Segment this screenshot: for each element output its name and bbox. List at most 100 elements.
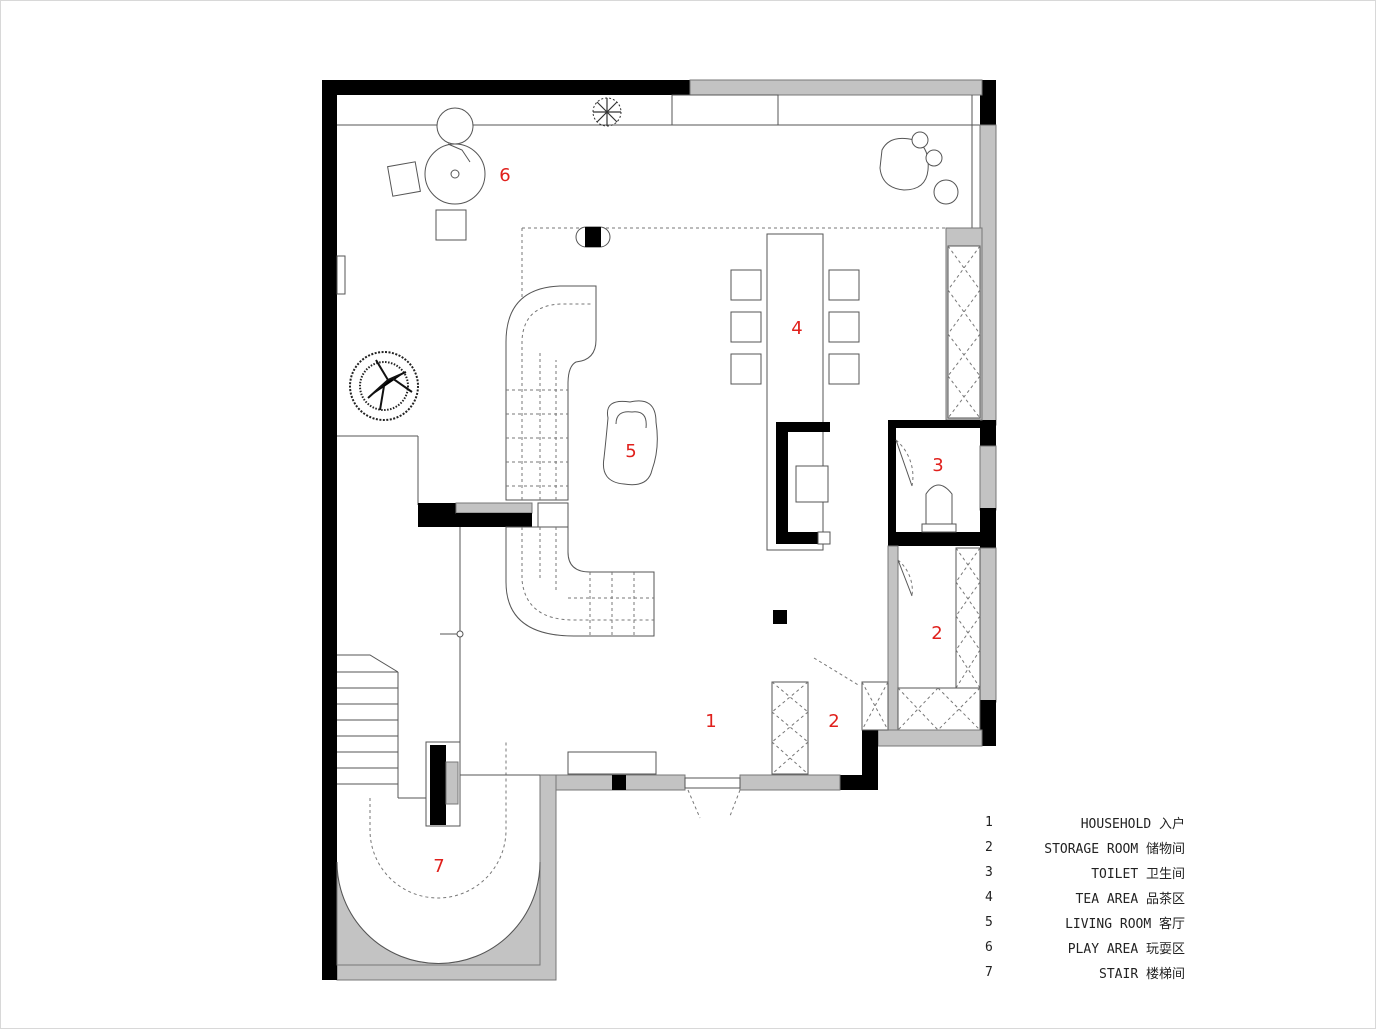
sofa-table	[537, 502, 569, 528]
legend-row-play-area: 6 PLAY AREA 玩耍区	[985, 935, 1185, 960]
entry-closet	[771, 681, 809, 775]
play-chair-1	[387, 161, 421, 197]
storage-south-wall	[877, 729, 983, 747]
east-pier-2	[980, 508, 996, 548]
west-wall	[322, 80, 337, 980]
east-wall-mid	[979, 445, 997, 511]
sofa-lower	[505, 526, 655, 637]
entry-door-arc	[813, 657, 861, 687]
north-window-band	[689, 79, 983, 96]
play-table	[424, 143, 486, 205]
toilet-door	[895, 439, 913, 487]
marker-living-room: 5	[625, 441, 636, 462]
sink	[795, 465, 829, 503]
storage-shelf-east-cross	[955, 547, 981, 689]
partition-wall	[418, 503, 458, 527]
marker-storage-east: 2	[931, 623, 942, 644]
south-wall-east	[739, 774, 841, 791]
center-column	[773, 610, 787, 624]
toilet-bowl	[925, 484, 953, 529]
rocking-chair-knob	[911, 131, 929, 149]
partition-black	[456, 513, 532, 527]
legend-row-household: 1 HOUSEHOLD 入户	[985, 810, 1185, 835]
counter-side	[776, 422, 788, 544]
stair-landing	[337, 654, 399, 673]
top-column	[585, 227, 601, 247]
southeast-corner	[838, 775, 878, 790]
legend-label: TEA AREA 品茶区	[1075, 892, 1185, 907]
coffee-table-inner	[615, 411, 647, 429]
toilet-south-wall	[888, 532, 980, 546]
marker-household: 1	[705, 711, 716, 732]
legend-number: 7	[985, 965, 993, 980]
play-person	[436, 107, 474, 145]
legend-row-stair: 7 STAIR 楼梯间	[985, 960, 1185, 985]
marker-stair: 7	[433, 856, 444, 877]
legend-number: 1	[985, 815, 993, 830]
tea-chair-e1	[828, 269, 860, 301]
coffee-table	[602, 400, 658, 486]
sofa-upper-seams	[506, 303, 592, 500]
legend-label: HOUSEHOLD 入户	[1080, 817, 1185, 832]
legend-label: PLAY AREA 玩耍区	[1067, 942, 1185, 957]
legend-row-toilet: 3 TOILET 卫生间	[985, 860, 1185, 885]
tea-chair-e2	[828, 311, 860, 343]
counter-end	[817, 531, 831, 545]
rail-knob	[456, 630, 464, 638]
counter-top	[776, 422, 830, 432]
stair-column-side	[445, 761, 459, 805]
partition-grey	[455, 502, 533, 514]
entry-door	[684, 777, 741, 789]
southwest-corner	[322, 965, 337, 980]
plant-north	[592, 97, 622, 127]
legend-label: TOILET 卫生间	[1091, 867, 1185, 882]
tea-chair-e3	[828, 353, 860, 385]
east-pier-3	[980, 700, 996, 746]
east-cabinet	[947, 245, 981, 419]
south-pier	[612, 775, 626, 790]
east-cabinet-cross	[947, 245, 981, 419]
entry-cabinet-east	[861, 681, 889, 731]
toilet-tank	[921, 523, 957, 533]
east-pier-1	[980, 420, 996, 446]
legend-label: STORAGE ROOM 储物间	[1044, 842, 1185, 857]
legend-row-living-room: 5 LIVING ROOM 客厅	[985, 910, 1185, 935]
rocking-chair	[879, 137, 929, 191]
legend-number: 3	[985, 865, 993, 880]
play-chair-2	[435, 209, 467, 241]
tea-chair-w2	[730, 311, 762, 343]
tea-chair-w3	[730, 353, 762, 385]
east-wall-lower	[979, 547, 997, 703]
tea-table	[766, 233, 824, 551]
legend-row-storage: 2 STORAGE ROOM 储物间	[985, 835, 1185, 860]
play-table-center	[450, 169, 460, 179]
rocking-chair-knob-2	[925, 149, 943, 167]
sofa-lower-seams	[521, 527, 654, 636]
storage-shelf-east	[955, 547, 981, 689]
legend-label: LIVING ROOM 客厅	[1065, 917, 1185, 932]
northeast-wall	[980, 80, 996, 125]
stair-treads	[337, 671, 399, 798]
legend-number: 4	[985, 890, 993, 905]
stair-curve	[336, 861, 541, 964]
room-legend: 1 HOUSEHOLD 入户 2 STORAGE ROOM 储物间 3 TOIL…	[985, 810, 1185, 985]
legend-row-tea-area: 4 TEA AREA 品茶区	[985, 885, 1185, 910]
toilet-north-wall	[888, 420, 980, 428]
tree-west	[349, 351, 419, 421]
play-person-arm	[447, 143, 471, 163]
counter-bottom	[776, 532, 818, 544]
north-wall	[322, 80, 692, 95]
storage-door-swing	[897, 559, 913, 597]
stair-column-core	[430, 745, 446, 825]
toilet-west-wall	[888, 420, 896, 550]
sofa-upper	[505, 285, 597, 501]
legend-label: STAIR 楼梯间	[1099, 967, 1185, 982]
legend-number: 6	[985, 940, 993, 955]
marker-toilet: 3	[932, 455, 943, 476]
marker-tea-area: 4	[791, 318, 802, 339]
entry-door-swing	[687, 789, 741, 819]
legend-number: 2	[985, 840, 993, 855]
north-bench	[671, 94, 779, 126]
stair-walk-line	[369, 740, 507, 899]
